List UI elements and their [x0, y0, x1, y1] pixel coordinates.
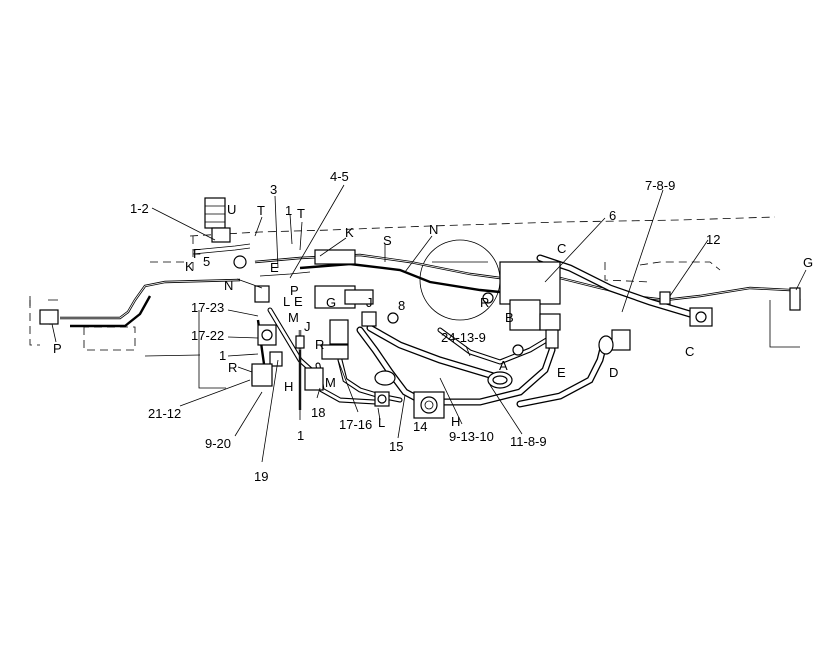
- label-1-top: 1: [285, 203, 292, 218]
- label-9-20: 9-20: [205, 436, 231, 451]
- label-t-mid: T: [297, 206, 305, 221]
- label-e-top: E: [270, 260, 279, 275]
- label-c-top: C: [557, 241, 566, 256]
- label-j-mid: J: [366, 295, 373, 310]
- label-4-5: 4-5: [330, 169, 349, 184]
- label-24-13-9: 24-13-9: [441, 330, 486, 345]
- label-15: 15: [389, 439, 403, 454]
- label-7-8-9: 7-8-9: [645, 178, 675, 193]
- label-r-left: R: [228, 360, 237, 375]
- components: [39, 197, 801, 419]
- label-6: 6: [609, 208, 616, 223]
- label-11-8-9: 11-8-9: [510, 434, 547, 449]
- label-n-top: N: [429, 222, 438, 237]
- piping: [60, 243, 801, 410]
- label-l-mid: L: [283, 294, 290, 309]
- frame-outline: [29, 216, 800, 389]
- label-m-low: M: [325, 375, 336, 390]
- label-17-22: 17-22: [191, 328, 224, 343]
- label-b: B: [505, 310, 514, 325]
- label-5: 5: [203, 254, 210, 269]
- label-e-mid: E: [294, 294, 303, 309]
- label-12: 12: [706, 232, 720, 247]
- leader-lines: [51, 184, 807, 463]
- label-r-right: R: [480, 295, 489, 310]
- label-d: D: [609, 365, 618, 380]
- label-h-left: H: [284, 379, 293, 394]
- callout-labels: 1-2 U T 3 4-5 1 T K N S F 5 K E N L P E …: [53, 169, 813, 484]
- label-e-right: E: [557, 365, 566, 380]
- label-1-left: 1: [219, 348, 226, 363]
- label-1-2: 1-2: [130, 201, 149, 216]
- label-g-right: G: [803, 255, 813, 270]
- label-p-left: P: [53, 341, 62, 356]
- label-17-23: 17-23: [191, 300, 224, 315]
- label-9-13-10: 9-13-10: [449, 429, 494, 444]
- label-1-bottom: 1: [297, 428, 304, 443]
- label-19: 19: [254, 469, 268, 484]
- label-r-low: R: [315, 337, 324, 352]
- label-t-left: T: [257, 203, 265, 218]
- label-s: S: [383, 233, 392, 248]
- label-n-mid: N: [224, 278, 233, 293]
- label-c-right: C: [685, 344, 694, 359]
- label-8: 8: [398, 298, 405, 313]
- label-l-low: L: [378, 415, 385, 430]
- label-p-mid: P: [290, 283, 299, 298]
- label-k-top: K: [345, 225, 354, 240]
- label-f: F: [193, 246, 201, 261]
- label-21-12: 21-12: [148, 406, 181, 421]
- label-g-mid: G: [326, 295, 336, 310]
- label-17-16: 17-16: [339, 417, 372, 432]
- label-18: 18: [311, 405, 325, 420]
- label-u: U: [227, 202, 236, 217]
- label-14: 14: [413, 419, 427, 434]
- label-j-left: J: [304, 319, 311, 334]
- label-a: A: [499, 358, 508, 373]
- label-h-low: H: [451, 414, 460, 429]
- label-k-left: K: [185, 259, 194, 274]
- label-m-top: M: [288, 310, 299, 325]
- label-3: 3: [270, 182, 277, 197]
